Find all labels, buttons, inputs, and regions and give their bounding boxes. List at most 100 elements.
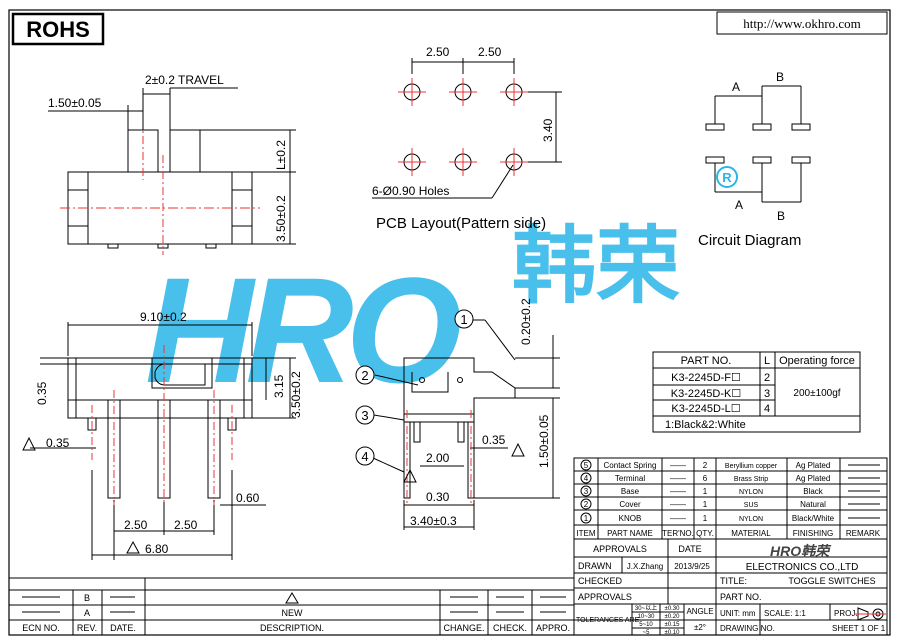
rohs-label: ROHS xyxy=(26,17,90,42)
bom-header-name: PART NAME xyxy=(607,529,653,538)
bom-table xyxy=(573,457,888,540)
end-top-dim: 0.20±0.2 xyxy=(519,298,533,345)
rev-header-change: CHANGE. xyxy=(443,623,484,633)
bom-item: 5 xyxy=(584,461,589,470)
bom-header-remark: REMARK xyxy=(846,529,881,538)
tb-title: TOGGLE SWITCHES xyxy=(788,576,875,586)
part-table-header-part: PART NO. xyxy=(681,355,732,367)
svg-text:2: 2 xyxy=(361,368,368,383)
front-width-dim: 9.10±0.2 xyxy=(140,310,187,324)
bom-item-circle xyxy=(580,512,592,524)
svg-text:4: 4 xyxy=(361,449,368,464)
hro-watermark: HRO 韩荣 xyxy=(145,219,680,414)
bom-rows: 5 Contact Spring —— 2 Beryllium copper Ag Pla… xyxy=(580,459,880,524)
front-pin-offset-dim: 0.35 xyxy=(46,436,70,450)
bom-part-name: Base xyxy=(621,487,640,496)
bom-part-name: Cover xyxy=(619,500,641,509)
rev-description: NEW xyxy=(282,608,304,618)
website-url[interactable]: http://www.okhro.com xyxy=(743,16,861,31)
circuit-b-bottom: B xyxy=(777,209,785,223)
color-note: 1:Black&2:White xyxy=(665,419,746,431)
part-table-header-force: Operating force xyxy=(779,355,855,367)
bom-qty: 1 xyxy=(703,500,708,509)
part-row-l: 2 xyxy=(764,372,770,384)
end-pin-b-dim: 2.00 xyxy=(426,451,450,465)
part-row-l: 4 xyxy=(764,403,770,415)
bom-material: SUS xyxy=(744,502,759,509)
tol-value: ±0.20 xyxy=(665,614,681,620)
bom-qty: 1 xyxy=(703,514,708,523)
tb-proj: PROJ. xyxy=(834,609,858,618)
bom-ter-no: —— xyxy=(670,500,686,509)
bom-item-circle xyxy=(580,485,592,497)
rev-header-rev: REV. xyxy=(77,623,97,633)
watermark-latin: HRO xyxy=(145,246,461,414)
front-pitch-left-dim: 2.50 xyxy=(124,518,148,532)
bom-header-finishing: FINISHING xyxy=(793,529,833,538)
bom-item-circle xyxy=(580,459,592,471)
bom-header-qty: QTY. xyxy=(696,529,714,538)
end-pin-a-dim: 0.35 xyxy=(482,433,506,447)
callout-1: 1 xyxy=(454,309,474,329)
bom-ter-no: —— xyxy=(670,461,686,470)
tb-drawn: DRAWN xyxy=(578,561,612,571)
circuit-b-top: B xyxy=(776,70,784,84)
tol-range: 5~10 xyxy=(639,622,653,628)
tb-drawn-by: J.X.Zhang xyxy=(627,562,663,571)
tb-angle: ANGLE xyxy=(686,607,713,616)
pcb-layout xyxy=(372,58,562,199)
tb-approvals: APPROVALS xyxy=(593,544,647,554)
front-pitch-right-dim: 2.50 xyxy=(174,518,198,532)
circuit-caption: Circuit Diagram xyxy=(698,232,801,249)
front-knob-height-dim: 3.15 xyxy=(272,374,286,398)
callout-3: 3 xyxy=(355,405,375,425)
bom-material: Beryllium copper xyxy=(725,463,778,470)
bom-part-name: Contact Spring xyxy=(604,461,657,470)
callout-4: 4 xyxy=(355,446,375,466)
svg-text:1: 1 xyxy=(460,312,467,327)
rev-mark: B xyxy=(84,593,90,603)
tb-sheet: SHEET 1 OF 1 xyxy=(832,624,886,633)
front-pin-width-dim: 0.60 xyxy=(236,491,260,505)
warning-icon xyxy=(511,442,525,457)
end-pin-length-dim: 1.50±0.05 xyxy=(537,414,551,468)
bom-qty: 2 xyxy=(703,461,708,470)
bom-finishing: Black/White xyxy=(792,514,835,523)
url-box: http://www.okhro.com xyxy=(716,11,888,35)
front-thickness-dim: 0.35 xyxy=(35,381,49,405)
tb-checked: CHECKED xyxy=(578,576,623,586)
part-row-part: K3-2245D-K☐ xyxy=(671,388,741,400)
bom-material: NYLON xyxy=(739,516,763,523)
rev-header-appro: APPRO. xyxy=(536,623,570,633)
part-row-part: K3-2245D-L☐ xyxy=(671,403,740,415)
operating-force-value: 200±100gf xyxy=(793,388,840,399)
bom-item-circle xyxy=(580,472,592,484)
tb-angle-tol: ±2° xyxy=(694,623,706,632)
bom-header-ter: TER'NO. xyxy=(662,529,694,538)
tb-scale: SCALE: 1:1 xyxy=(764,609,806,618)
bom-finishing: Ag Plated xyxy=(796,461,831,470)
part-row-l: 3 xyxy=(764,388,770,400)
tb-drawn-date: 2013/9/25 xyxy=(674,562,710,571)
rev-header-check: CHECK. xyxy=(493,623,527,633)
bom-material: NYLON xyxy=(739,489,763,496)
part-table-header-l: L xyxy=(764,355,770,367)
bom-item: 3 xyxy=(584,487,589,496)
pcb-hole xyxy=(449,78,477,106)
tol-value: ±0.15 xyxy=(665,622,681,628)
bom-ter-no: —— xyxy=(670,474,686,483)
warning-icon xyxy=(403,468,417,483)
projection-symbol-icon xyxy=(854,607,886,621)
warning-icon xyxy=(22,436,36,451)
side-view xyxy=(48,87,296,255)
pcb-pitch-right: 2.50 xyxy=(478,45,502,59)
bom-header-item: ITEM xyxy=(576,529,595,538)
tb-logo: HRO韩荣 xyxy=(770,543,832,559)
knob-offset-dim: 1.50±0.05 xyxy=(48,96,102,110)
bom-item-circle xyxy=(580,498,592,510)
bom-part-name: Terminal xyxy=(615,474,645,483)
bom-header-material: MATERIAL xyxy=(731,529,771,538)
bom-part-name: KNOB xyxy=(619,514,642,523)
bom-ter-no: —— xyxy=(670,514,686,523)
